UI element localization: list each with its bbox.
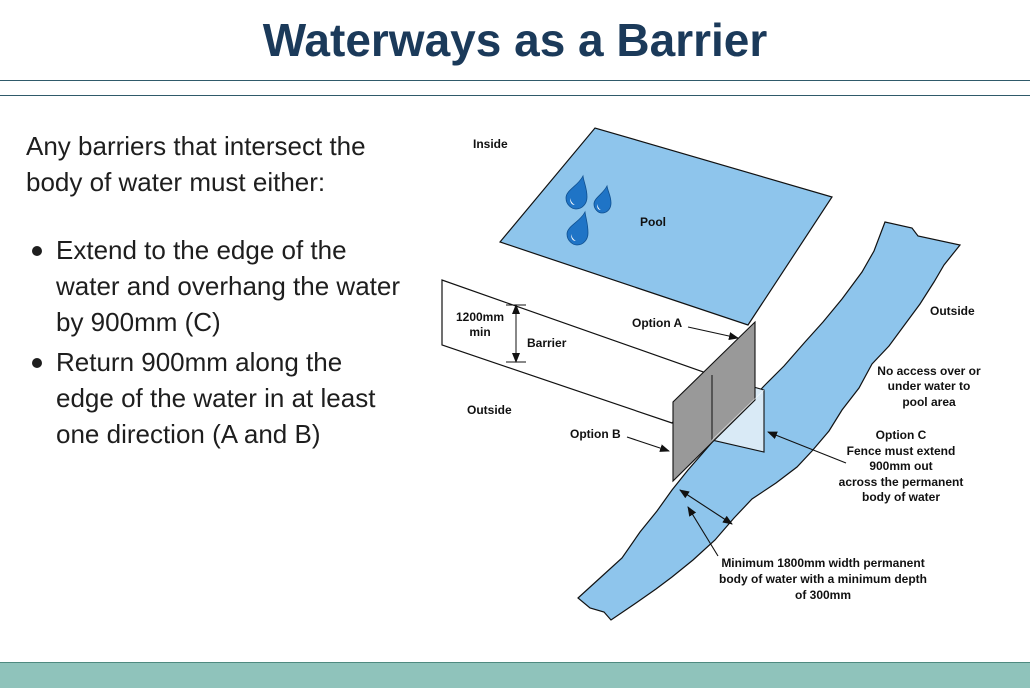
bullet-item-overhang: Extend to the edge of the water and over… xyxy=(32,232,406,340)
outside-left-label: Outside xyxy=(467,403,512,417)
option-c-arrow xyxy=(767,431,847,464)
inside-label: Inside xyxy=(473,137,508,151)
outside-right-label: Outside xyxy=(930,304,975,318)
text-panel: Any barriers that intersect the body of … xyxy=(26,128,406,456)
title-bar: Waterways as a Barrier xyxy=(0,0,1030,81)
option-c-line4: across the permanent xyxy=(839,475,964,489)
bullet-list: Extend to the edge of the water and over… xyxy=(26,232,406,452)
width-leader xyxy=(687,506,719,557)
pool-shape xyxy=(498,127,833,326)
fence-return-ab xyxy=(672,320,756,483)
page-title: Waterways as a Barrier xyxy=(262,14,768,66)
intro-text: Any barriers that intersect the body of … xyxy=(26,131,366,197)
width-label-line3: of 300mm xyxy=(795,588,851,602)
option-a-label: Option A xyxy=(632,316,683,330)
option-c-line1: Option C xyxy=(876,428,927,442)
height-label-line2: min xyxy=(469,325,490,339)
option-b-arrow xyxy=(626,436,670,452)
option-b-label: Option B xyxy=(570,427,621,441)
width-dimension xyxy=(679,489,733,525)
barrier-label: Barrier xyxy=(527,336,567,350)
width-label-line2: body of water with a minimum depth xyxy=(719,572,927,586)
no-access-line2: under water to xyxy=(888,379,971,393)
bullet-item-return: Return 900mm along the edge of the water… xyxy=(32,344,406,452)
option-c-line2: Fence must extend xyxy=(847,444,956,458)
title-divider xyxy=(0,95,1030,96)
no-access-line1: No access over or xyxy=(877,364,981,378)
barrier-panel xyxy=(441,279,714,424)
option-c-line5: body of water xyxy=(862,490,940,504)
water-drop-icon xyxy=(565,174,612,246)
width-label-line1: Minimum 1800mm width permanent xyxy=(721,556,924,570)
option-a-arrow xyxy=(687,326,739,340)
waterway-shape xyxy=(577,221,962,621)
footer-bar xyxy=(0,662,1030,688)
option-c-line3: 900mm out xyxy=(869,459,932,473)
pool-label: Pool xyxy=(640,215,666,229)
height-label-line1: 1200mm xyxy=(456,310,504,324)
no-access-line3: pool area xyxy=(902,395,956,409)
